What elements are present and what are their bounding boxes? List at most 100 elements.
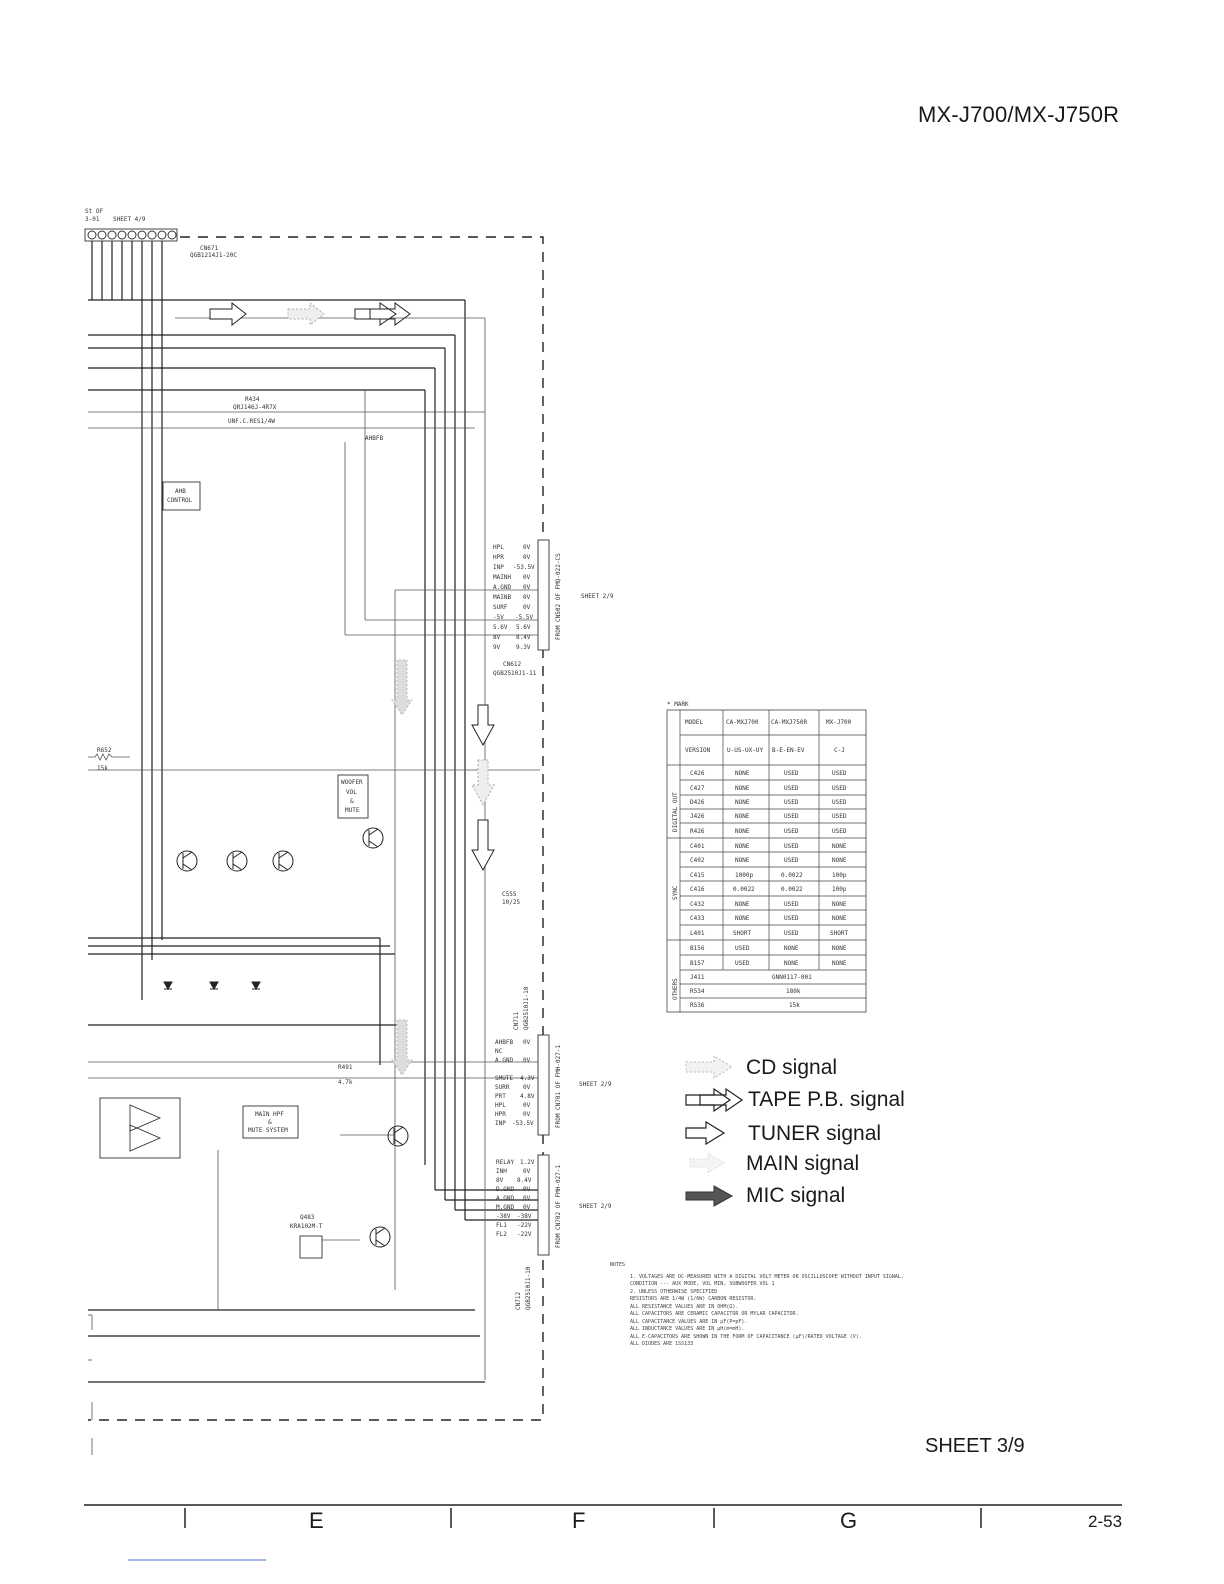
main-hpf-line1: MAIN HPF (255, 1111, 284, 1118)
svg-text:USED: USED (832, 828, 847, 835)
sheet-ref-2: SHEET 2/9 (579, 1081, 612, 1088)
main-hpf-block (242, 1105, 299, 1139)
svg-text:B156: B156 (690, 945, 705, 952)
svg-text:C427: C427 (690, 785, 705, 792)
svg-text:-5V: -5V (493, 614, 504, 621)
r491-value: 4.7k (338, 1079, 353, 1086)
left-edge-marks (88, 1314, 93, 1455)
svg-text:5.6V: 5.6V (493, 624, 508, 631)
page-number: 2-53 (1088, 1512, 1123, 1531)
r491-label: R491 (338, 1064, 353, 1071)
ahb-control-block (162, 481, 201, 511)
svg-text:USED: USED (832, 770, 847, 777)
notes-line-4: RESISTORS ARE 1/4W (1/6W) CARBON RESISTO… (630, 1296, 757, 1302)
c555-value: 10/25 (502, 899, 520, 906)
svg-text:C415: C415 (690, 872, 705, 879)
svg-text:NONE: NONE (832, 960, 847, 967)
svg-text:CA-MXJ750R: CA-MXJ750R (771, 719, 808, 726)
r434-label: R434 (245, 396, 260, 403)
svg-text:0V: 0V (523, 544, 531, 551)
svg-text:0V: 0V (523, 554, 531, 561)
ahb-control-line2: CONTROL (167, 497, 193, 504)
q483-symbol (299, 1235, 323, 1259)
woofer-line3: & (350, 798, 354, 805)
svg-text:0V: 0V (523, 1204, 531, 1211)
svg-text:SURF: SURF (493, 604, 508, 611)
svg-text:0.0022: 0.0022 (781, 886, 803, 893)
svg-text:R534: R534 (690, 988, 705, 995)
svg-text:* MARK: * MARK (667, 701, 689, 708)
notes-title: NOTES (610, 1262, 626, 1268)
legend-mic-label: MIC signal (746, 1184, 845, 1207)
cn711-side-label: FROM CN701 OF FMH-027-1 (555, 1045, 562, 1128)
svg-text:9.3V: 9.3V (516, 644, 531, 651)
main-hpf-line3: MUTE SYSTEM (248, 1127, 288, 1134)
legend-cd-icon (685, 1055, 733, 1079)
svg-text:L401: L401 (690, 930, 705, 937)
mark-table: * MARK MODEL CA-MXJ700 CA-MXJ750R MX-J70… (666, 701, 867, 1013)
svg-text:9V: 9V (493, 644, 501, 651)
svg-text:R536: R536 (690, 1002, 705, 1009)
main-hpf-line2: & (268, 1119, 272, 1126)
notes-line-8: ALL INDUCTANCE VALUES ARE IN µH(m=mH). (630, 1326, 745, 1332)
svg-text:0V: 0V (523, 594, 531, 601)
svg-text:SYNC: SYNC (672, 885, 679, 900)
op-amp-b (129, 1124, 162, 1152)
svg-text:RELAY: RELAY (496, 1159, 514, 1166)
r652-value: 15k (97, 765, 108, 772)
svg-text:DIGITAL OUT: DIGITAL OUT (672, 792, 679, 832)
svg-text:USED: USED (784, 901, 799, 908)
cn711-name: CN711 (513, 1012, 520, 1030)
tape-arrow-1 (354, 302, 411, 326)
ref-text-2: 3-01 (85, 216, 100, 223)
cn712-name: CN712 (515, 1292, 522, 1310)
cn612-connector (537, 539, 550, 651)
svg-text:A.GND: A.GND (493, 584, 511, 591)
svg-text:4.8V: 4.8V (520, 1093, 535, 1100)
svg-text:J411: J411 (690, 974, 705, 981)
woofer-block (337, 774, 369, 819)
svg-text:USED: USED (784, 930, 799, 937)
notes-line-9: ALL E-CAPACITORS ARE SHOWN IN THE FORM O… (630, 1333, 862, 1340)
svg-text:C432: C432 (690, 901, 705, 908)
svg-text:SHORT: SHORT (830, 930, 848, 937)
legend-main-icon (689, 1152, 725, 1174)
svg-text:0V: 0V (523, 1057, 531, 1064)
sheet-ref-3: SHEET 2/9 (579, 1203, 612, 1210)
svg-text:C-J: C-J (834, 747, 845, 754)
legend: CD signal TAPE P.B. signal TUNER signal … (685, 1055, 905, 1207)
svg-text:-22V: -22V (517, 1222, 532, 1229)
cn612-part: QGB2510J1-11 (493, 670, 537, 677)
svg-text:15k: 15k (789, 1002, 800, 1009)
svg-text:NONE: NONE (735, 843, 750, 850)
bus-lines (88, 299, 540, 1383)
svg-text:8V: 8V (493, 634, 501, 641)
cn612-name: CN612 (503, 661, 521, 668)
svg-text:HPL: HPL (493, 544, 504, 551)
svg-text:180k: 180k (786, 988, 801, 995)
cn612-side-label: FROM CN502 OF FMQ-022-CS (555, 553, 562, 640)
svg-text:NONE: NONE (735, 770, 750, 777)
r652-resistor (88, 753, 130, 761)
svg-text:PRT: PRT (495, 1093, 506, 1100)
legend-main-label: MAIN signal (746, 1152, 859, 1175)
svg-text:MAINH: MAINH (493, 574, 511, 581)
tuner-arrow-1 (209, 301, 247, 327)
svg-text:NONE: NONE (784, 945, 799, 952)
svg-text:J426: J426 (690, 813, 705, 820)
svg-text:-53.5V: -53.5V (512, 1120, 534, 1127)
svg-text:0.0022: 0.0022 (733, 886, 755, 893)
svg-text:USED: USED (784, 828, 799, 835)
cn671-pins (87, 230, 177, 240)
svg-text:-5.5V: -5.5V (515, 614, 533, 621)
cn671-wires (91, 241, 163, 1000)
notes-line-1: 1. VOLTAGES ARE DC-MEASURED WITH A DIGIT… (630, 1273, 904, 1280)
svg-text:A.GND: A.GND (496, 1195, 514, 1202)
svg-text:NONE: NONE (735, 785, 750, 792)
svg-text:CA-MXJ700: CA-MXJ700 (726, 719, 759, 726)
svg-text:USED: USED (784, 915, 799, 922)
r434-part: QRJ146J-4R7X (233, 404, 277, 411)
svg-text:8V: 8V (496, 1177, 504, 1184)
svg-text:USED: USED (784, 799, 799, 806)
